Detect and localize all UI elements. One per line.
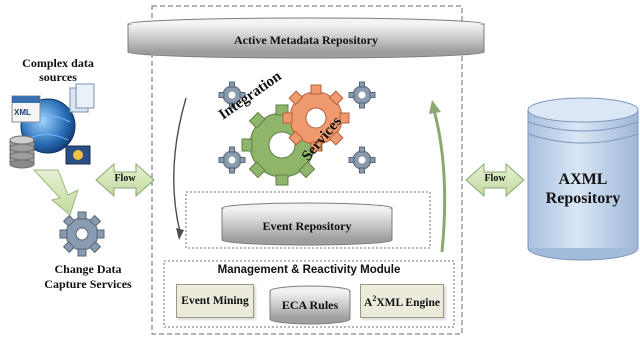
event-mining-box: Event Mining bbox=[176, 284, 254, 318]
small-gear-br bbox=[348, 146, 376, 174]
capture-label-line2: Capture Services bbox=[44, 277, 132, 291]
up-curve-arrow bbox=[432, 109, 447, 253]
axml-label-line1: AXML bbox=[558, 171, 608, 188]
sources-label-line2: sources bbox=[39, 70, 77, 84]
event-mining-label: Event Mining bbox=[181, 295, 249, 307]
engine-sup: 2 bbox=[372, 293, 377, 303]
engine-box: A2XML Engine bbox=[360, 284, 444, 318]
axml-label: AXML Repository bbox=[528, 170, 638, 208]
flow-right-label: Flow bbox=[484, 173, 506, 184]
engine-label: A2XML Engine bbox=[364, 294, 440, 309]
small-gear-tr bbox=[348, 81, 376, 109]
eca-rules-cylinder bbox=[269, 285, 351, 325]
flow-left-label: Flow bbox=[114, 173, 136, 184]
data-sources-collage bbox=[9, 83, 95, 169]
eca-rules-label: ECA Rules bbox=[281, 298, 339, 312]
axml-label-line2: Repository bbox=[545, 190, 621, 207]
integration-gears bbox=[241, 84, 350, 186]
event-repository-cylinder bbox=[221, 202, 393, 246]
capture-gear bbox=[59, 211, 105, 257]
sources-to-capture-arrow bbox=[32, 169, 79, 216]
sources-label-line1: Complex data bbox=[22, 56, 94, 70]
event-repository-box bbox=[185, 191, 431, 249]
main-container bbox=[151, 5, 463, 335]
flow-left-arrow bbox=[95, 162, 155, 198]
capture-label: Change Data Capture Services bbox=[28, 262, 148, 292]
xml-icon-label: XML bbox=[14, 108, 31, 117]
module-title: Management & Reactivity Module bbox=[217, 264, 401, 276]
capture-label-line1: Change Data bbox=[54, 262, 122, 276]
metadata-repository-title: Active Metadata Repository bbox=[234, 33, 378, 47]
small-gear-tl bbox=[218, 81, 246, 109]
event-repository-label: Event Repository bbox=[262, 219, 352, 233]
axml-repository-cylinder bbox=[527, 97, 639, 261]
metadata-repository-cylinder bbox=[127, 17, 485, 59]
engine-prefix: A bbox=[364, 296, 373, 309]
engine-suffix: XML Engine bbox=[376, 296, 440, 309]
down-curve-arrow bbox=[173, 97, 187, 233]
small-gear-bl bbox=[218, 146, 246, 174]
module-box bbox=[163, 260, 455, 328]
sources-label: Complex data sources bbox=[10, 56, 106, 84]
flow-right-arrow bbox=[465, 162, 525, 198]
